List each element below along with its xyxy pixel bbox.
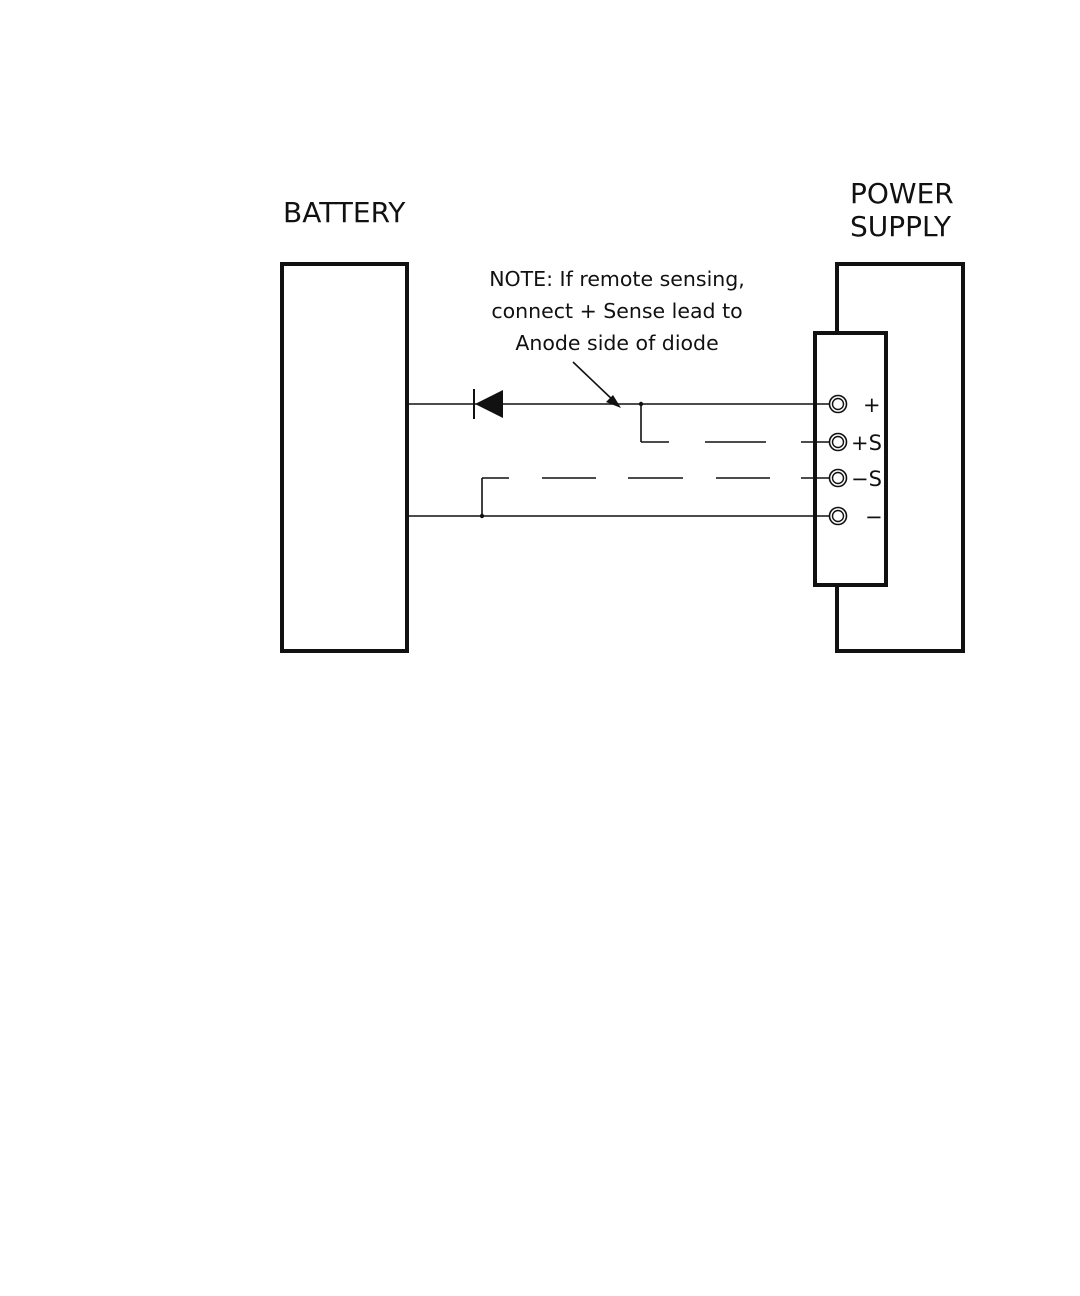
power-supply-label-line1: POWER xyxy=(850,177,954,210)
positive-sense-lead xyxy=(641,404,829,442)
terminal-pos xyxy=(830,396,847,413)
power-supply-label-line2: SUPPLY xyxy=(850,210,952,243)
negative-sense-lead xyxy=(482,478,829,516)
battery-label: BATTERY xyxy=(283,196,406,229)
terminal-pos-sense xyxy=(830,434,847,451)
note-line3: Anode side of diode xyxy=(515,331,718,355)
battery-box xyxy=(282,264,407,651)
note-line2: connect + Sense lead to xyxy=(491,299,742,323)
note-line1: NOTE: If remote sensing, xyxy=(489,267,745,291)
terminal-block xyxy=(815,333,886,585)
terminal-pos-sense-label: +S xyxy=(851,431,882,455)
terminal-pos-label: + xyxy=(863,393,881,417)
terminal-neg-sense-label: −S xyxy=(851,467,882,491)
negative-junction-dot xyxy=(480,514,484,518)
note-arrow xyxy=(573,362,621,408)
terminal-neg xyxy=(830,508,847,525)
diode-symbol xyxy=(474,389,503,419)
terminal-neg-sense xyxy=(830,470,847,487)
terminal-neg-label: − xyxy=(865,505,883,529)
